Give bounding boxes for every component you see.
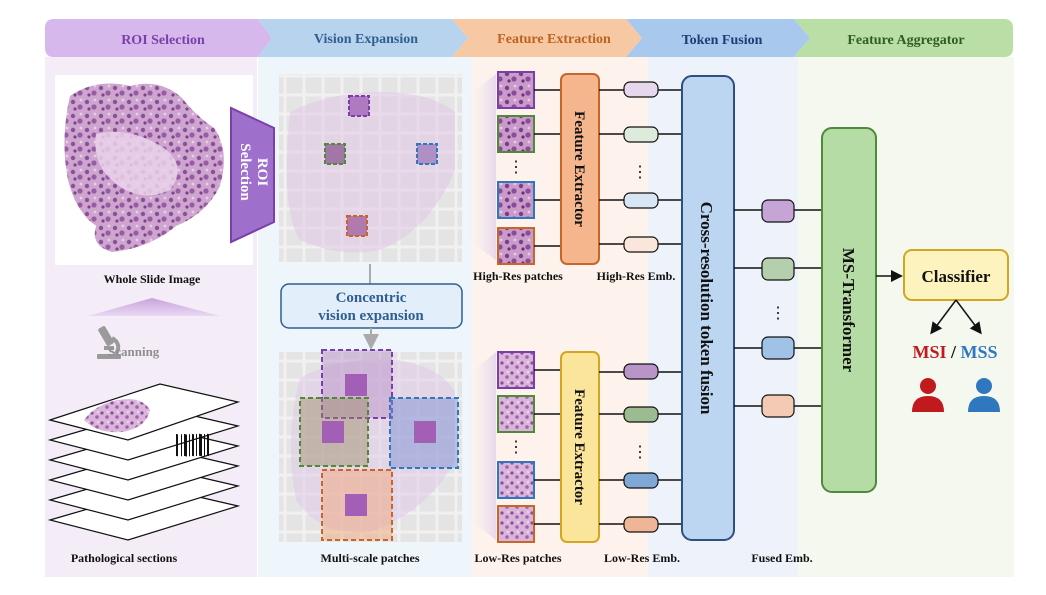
roi-box-label-line1: ROI [254,158,270,187]
scanning-arrow [88,298,220,316]
fused-emb-orange [761,394,795,418]
lowres-embeddings: ⋮ [623,363,659,533]
lowres-patch-green [497,395,535,433]
expansion-label-line1: Concentric [336,290,407,306]
pathological-sections-stack [47,383,241,541]
fused-embeddings: ⋮ [761,199,795,418]
stage-roi-selection [45,19,272,57]
highres-emb-label: High-Res Emb. [597,269,676,283]
fused-emb-purple [761,199,795,223]
highres-patches-label: High-Res patches [473,269,563,283]
stage-header: ROI Selection Vision Expansion Feature E… [45,19,1013,57]
lowres-emb-orange [623,516,659,533]
highres-emb-blue [623,192,659,209]
stage-label-aggregator: Feature Aggregator [847,33,964,48]
person-icon-mss [968,378,1000,412]
msi-label: MSI [912,342,946,362]
zoom-fan-top [462,74,496,260]
ms-transformer-label: MS-Transformer [839,248,858,373]
highres-embeddings: ⋮ [623,81,659,253]
fused-emb-label: Fused Emb. [751,551,812,565]
highres-ellipsis: ⋮ [508,159,524,176]
whole-slide-image [55,75,253,265]
token-fusion-label: Cross-resolution token fusion [697,202,716,415]
expansion-label-line2: vision expansion [318,308,424,324]
roi-patch-orange [346,215,368,237]
lowres-emb-blue [623,472,659,489]
roi-grid-top [279,74,462,262]
highres-emb-ellipsis: ⋮ [632,164,648,181]
patch-to-extractor-lines [534,89,561,525]
lowres-emb-label: Low-Res Emb. [604,551,680,565]
highres-patch-purple [497,71,535,109]
highres-patch-orange [497,227,535,265]
lowres-patch-purple [497,351,535,389]
roi-box-label-line2: Selection [237,143,253,201]
highres-patch-green [497,115,535,153]
stage-feature-aggregator [794,19,1013,57]
fused-emb-green [761,257,795,281]
stage-vision-expansion [258,19,468,57]
lowres-patches-label: Low-Res patches [475,551,562,565]
highres-emb-purple [623,81,659,98]
wsi-label: Whole Slide Image [104,272,201,286]
multiscale-grid [279,349,462,542]
stage-label-roi: ROI Selection [121,33,205,48]
ms-patch-orange-small [345,494,367,516]
mss-label: MSS [961,342,998,362]
zoom-fan-bottom [462,352,496,540]
roi-patch-green [324,143,346,165]
classifier-label: Classifier [922,267,991,286]
stage-label-feature: Feature Extraction [497,32,611,47]
ms-patch-green-small [322,421,344,443]
roi-patch-purple [348,95,370,117]
ms-patch-purple-small [345,374,367,396]
lowres-feature-extractor [560,351,600,543]
sections-label: Pathological sections [71,551,178,565]
roi-selection-box [230,106,275,244]
ms-transformer [821,127,877,493]
lowres-emb-green [623,406,659,423]
stage-token-fusion [626,19,810,57]
highres-extractor-label: Feature Extractor [571,111,587,227]
classifier-to-mss-arrow [955,299,982,335]
multiscale-label: Multi-scale patches [321,551,420,565]
prediction-text: MSI / MSS [912,342,997,362]
stage-label-vision: Vision Expansion [314,32,418,47]
stage-feature-extraction [452,19,642,57]
ms-patch-blue-small [414,421,436,443]
lowres-extractor-label: Feature Extractor [571,389,587,505]
lowres-emb-purple [623,363,659,380]
lowres-patches: ⋮ [497,351,535,543]
highres-patch-blue [497,181,535,219]
cross-resolution-token-fusion [681,75,735,541]
highres-emb-orange [623,236,659,253]
lowres-ellipsis: ⋮ [508,439,524,456]
fused-emb-ellipsis: ⋮ [770,305,786,322]
scanning-label: Scanning [108,344,160,359]
lowres-patch-orange [497,505,535,543]
person-icon-msi [912,378,944,412]
stage-label-fusion: Token Fusion [682,33,763,48]
fused-emb-blue [761,336,795,360]
highres-feature-extractor [560,73,600,265]
highres-emb-green [623,126,659,143]
prediction-slash: / [946,342,960,362]
lowres-emb-ellipsis: ⋮ [632,444,648,461]
highres-patches: ⋮ [497,71,535,265]
classifier-to-msi-arrow [930,299,957,335]
roi-patch-blue [416,143,438,165]
microscope-icon [97,326,121,359]
lowres-patch-blue [497,461,535,499]
